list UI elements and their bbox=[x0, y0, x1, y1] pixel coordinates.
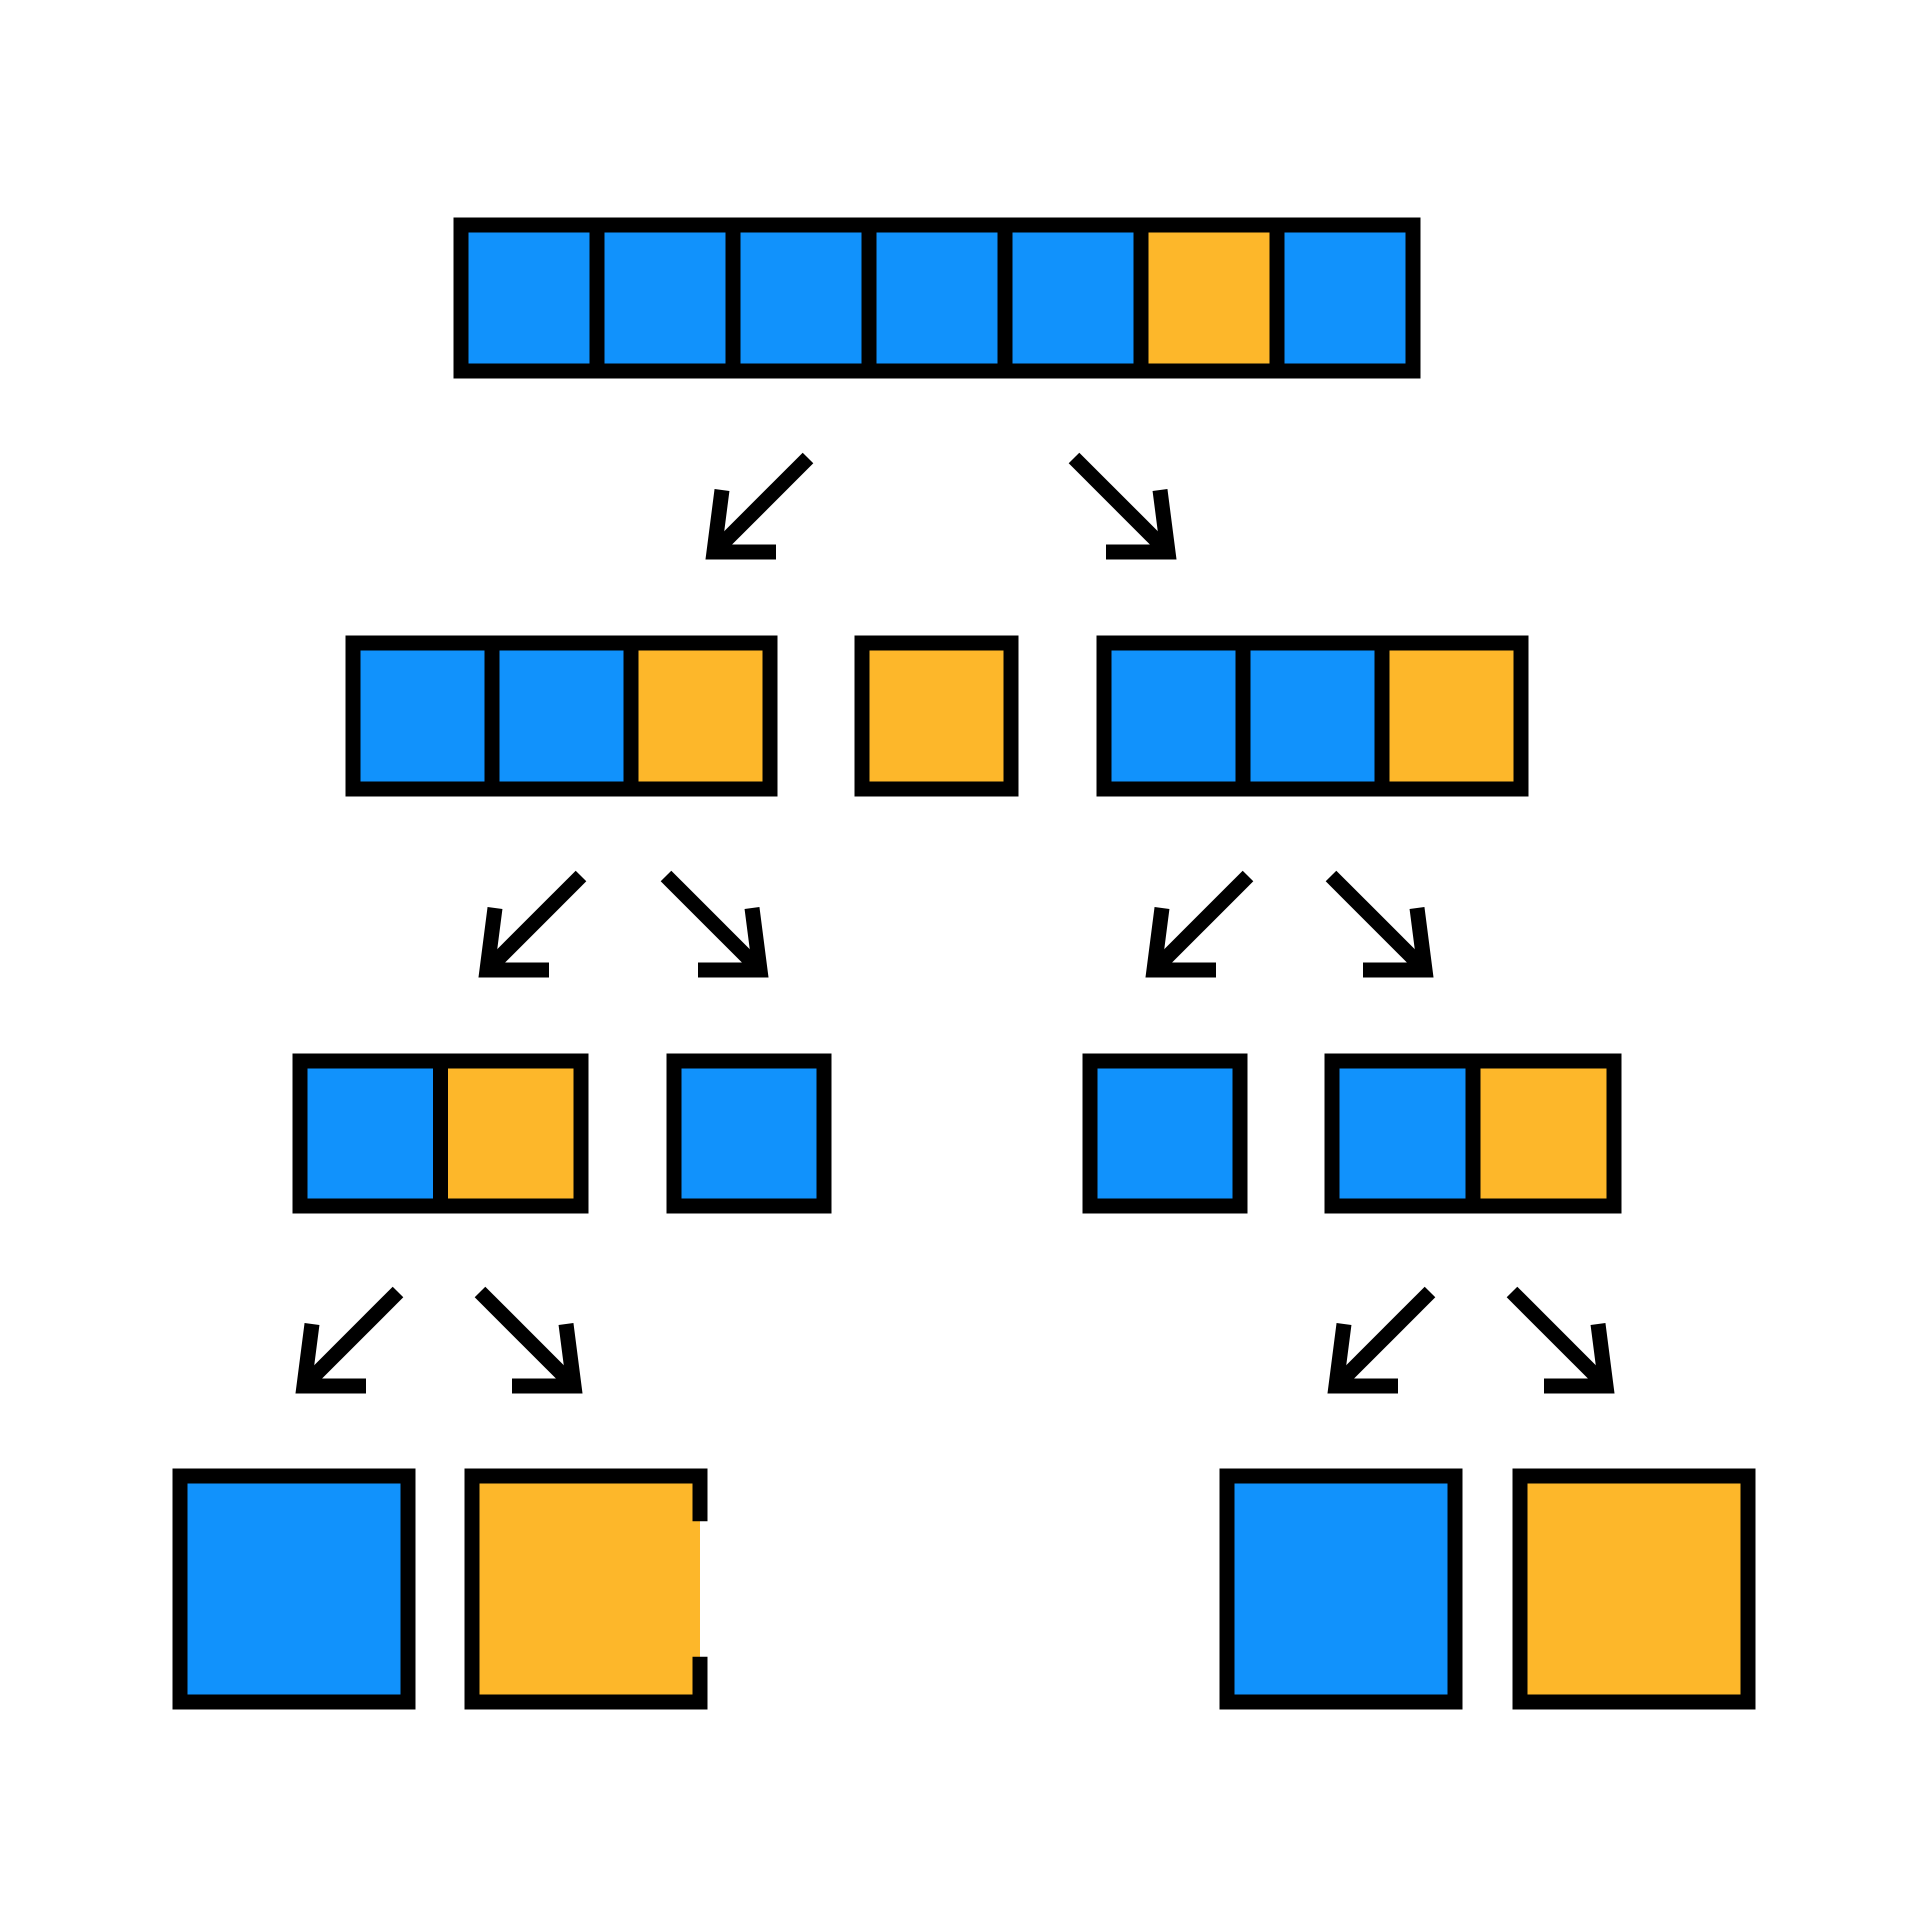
arrow-down-right-icon bbox=[1068, 452, 1177, 560]
arrow-shaft bbox=[660, 870, 762, 972]
arrow-shaft bbox=[1152, 870, 1254, 972]
arrow-down-right-icon bbox=[1325, 870, 1434, 978]
array-cell bbox=[1141, 225, 1277, 371]
array-border bbox=[1219, 1468, 1463, 1710]
array-border bbox=[1096, 635, 1529, 797]
array-left bbox=[345, 635, 778, 797]
arrow-shaft bbox=[302, 1286, 404, 1388]
arrow-head bbox=[1106, 489, 1177, 560]
array-right bbox=[1096, 635, 1529, 797]
array-border bbox=[345, 635, 778, 797]
arrow-head bbox=[1363, 907, 1434, 978]
array-cell bbox=[869, 225, 1005, 371]
array-border bbox=[666, 1053, 832, 1214]
array-border bbox=[172, 1468, 416, 1710]
array-cell bbox=[1090, 1061, 1240, 1206]
arrow-shaft bbox=[1325, 870, 1427, 972]
array-cell bbox=[1104, 643, 1243, 789]
arrow-shaft bbox=[485, 870, 587, 972]
array-cell bbox=[440, 1061, 581, 1206]
arrow-head bbox=[1145, 907, 1216, 978]
array-cell bbox=[1473, 1061, 1614, 1206]
array-cell bbox=[300, 1061, 441, 1206]
array-border bbox=[464, 1468, 708, 1710]
array-right-right-left bbox=[1219, 1468, 1463, 1710]
array-cell bbox=[472, 1476, 700, 1702]
array-cell bbox=[1332, 1061, 1473, 1206]
arrow-down-right-icon bbox=[660, 870, 769, 978]
array-cell bbox=[461, 225, 597, 371]
arrow-down-left-icon bbox=[1145, 870, 1254, 978]
array-cell bbox=[180, 1476, 408, 1702]
arrow-down-right-icon bbox=[474, 1286, 583, 1394]
array-cell bbox=[1005, 225, 1141, 371]
arrow-down-left-icon bbox=[478, 870, 587, 978]
arrow-shaft bbox=[712, 452, 814, 554]
arrow-head bbox=[295, 1323, 366, 1394]
arrow-down-left-icon bbox=[705, 452, 814, 560]
array-cell bbox=[733, 225, 869, 371]
array-cell bbox=[1243, 643, 1382, 789]
array-left-left-left bbox=[172, 1468, 416, 1710]
arrow-shaft bbox=[1334, 1286, 1436, 1388]
array-border bbox=[1082, 1053, 1248, 1214]
arrow-head bbox=[512, 1323, 583, 1394]
arrow-down-left-icon bbox=[295, 1286, 404, 1394]
arrow-head bbox=[1327, 1323, 1398, 1394]
arrow-shaft bbox=[474, 1286, 576, 1388]
array-border bbox=[453, 217, 1421, 379]
arrow-down-right-icon bbox=[1506, 1286, 1615, 1394]
arrows-layer bbox=[295, 452, 1615, 1394]
array-border bbox=[1512, 1468, 1756, 1710]
array-cell bbox=[862, 643, 1011, 789]
arrow-head bbox=[1544, 1323, 1615, 1394]
array-cell bbox=[1227, 1476, 1455, 1702]
arrow-head bbox=[478, 907, 549, 978]
array-pivot bbox=[854, 635, 1019, 797]
array-border bbox=[854, 635, 1019, 797]
array-cell bbox=[353, 643, 492, 789]
arrays-layer bbox=[172, 217, 1756, 1710]
array-cell bbox=[1277, 225, 1413, 371]
array-right-right bbox=[1324, 1053, 1622, 1214]
array-right-right-right bbox=[1512, 1468, 1756, 1710]
arrow-head bbox=[698, 907, 769, 978]
array-right-left bbox=[1082, 1053, 1248, 1214]
array-cell bbox=[674, 1061, 824, 1206]
array-cell bbox=[631, 643, 770, 789]
arrow-down-left-icon bbox=[1327, 1286, 1436, 1394]
arrow-shaft bbox=[1068, 452, 1170, 554]
array-cell bbox=[597, 225, 733, 371]
array-cell bbox=[492, 643, 631, 789]
array-left-left bbox=[292, 1053, 589, 1214]
arrow-shaft bbox=[1506, 1286, 1608, 1388]
array-cell bbox=[1382, 643, 1521, 789]
arrow-head bbox=[705, 489, 776, 560]
array-cell bbox=[1520, 1476, 1748, 1702]
array-root bbox=[453, 217, 1421, 379]
array-left-left-right bbox=[464, 1468, 708, 1710]
array-left-right bbox=[666, 1053, 832, 1214]
